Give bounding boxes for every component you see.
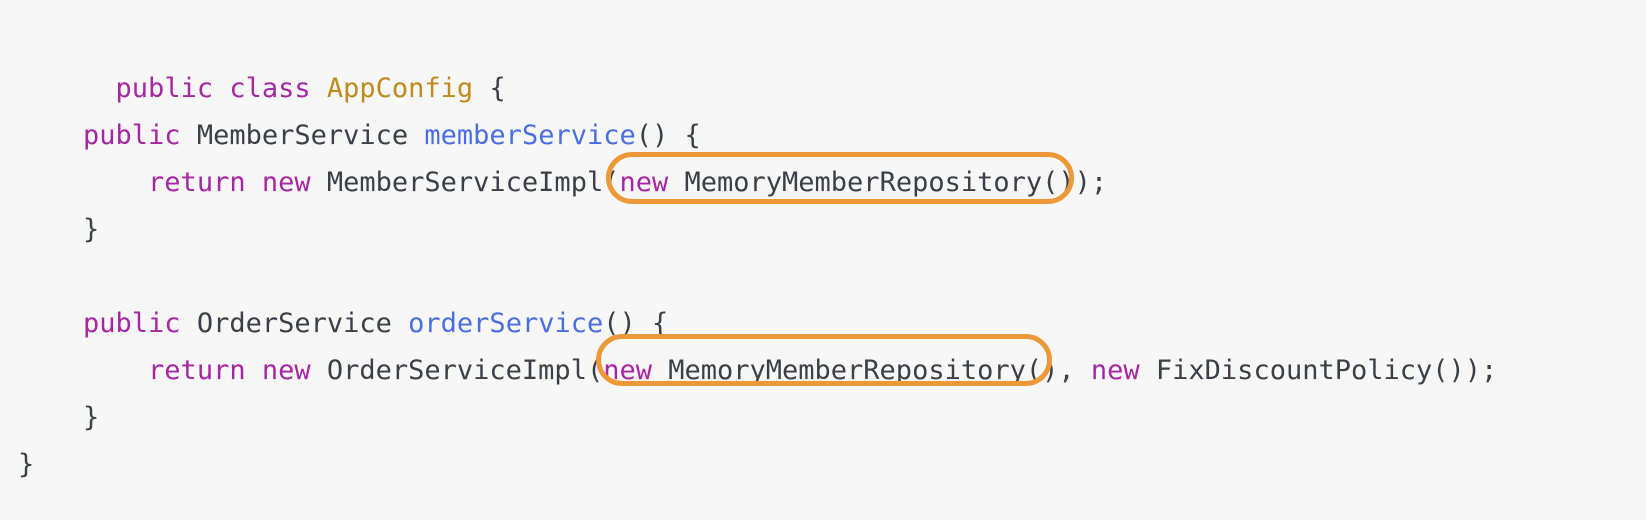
token-keyword: new [1090, 355, 1156, 386]
code-line[interactable]: } [0, 206, 1646, 253]
token-class-name: AppConfig [326, 73, 474, 104]
code-line[interactable]: } [0, 441, 1646, 488]
token-keyword: return new [148, 355, 327, 386]
token-type: FixDiscountPolicy()); [1155, 355, 1498, 386]
code-line[interactable]: public MemberService memberService() { [0, 112, 1646, 159]
token-punct: () { [635, 120, 701, 151]
token-type: MemberService [196, 120, 425, 151]
code-line[interactable]: } [0, 394, 1646, 441]
code-line-blank[interactable] [0, 253, 1646, 300]
token-keyword: return new [148, 167, 327, 198]
token-punct: () { [603, 308, 669, 339]
token-type: MemoryMemberRepository()); [684, 167, 1108, 198]
token-punct: { [473, 73, 506, 104]
token-method-name: orderService [408, 308, 604, 339]
token-keyword: public [83, 308, 197, 339]
code-line[interactable]: public OrderService orderService() { [0, 300, 1646, 347]
token-keyword: public [83, 120, 197, 151]
token-brace: } [83, 214, 100, 245]
code-line[interactable]: return new OrderServiceImpl(new MemoryMe… [0, 347, 1646, 394]
code-line[interactable]: public class AppConfig { [0, 18, 1646, 104]
token-type: MemberServiceImpl( [326, 167, 620, 198]
token-keyword: new [619, 167, 685, 198]
token-brace: } [83, 402, 100, 433]
code-block[interactable]: public class AppConfig { public MemberSe… [0, 0, 1646, 488]
token-method-name: memberService [424, 120, 636, 151]
token-type: OrderServiceImpl( [326, 355, 604, 386]
token-keyword: public class [115, 73, 327, 104]
code-line[interactable]: return new MemberServiceImpl(new MemoryM… [0, 159, 1646, 206]
token-type: OrderService [196, 308, 409, 339]
token-type: MemoryMemberRepository(), [668, 355, 1091, 386]
token-brace: } [18, 449, 35, 480]
token-keyword: new [603, 355, 669, 386]
